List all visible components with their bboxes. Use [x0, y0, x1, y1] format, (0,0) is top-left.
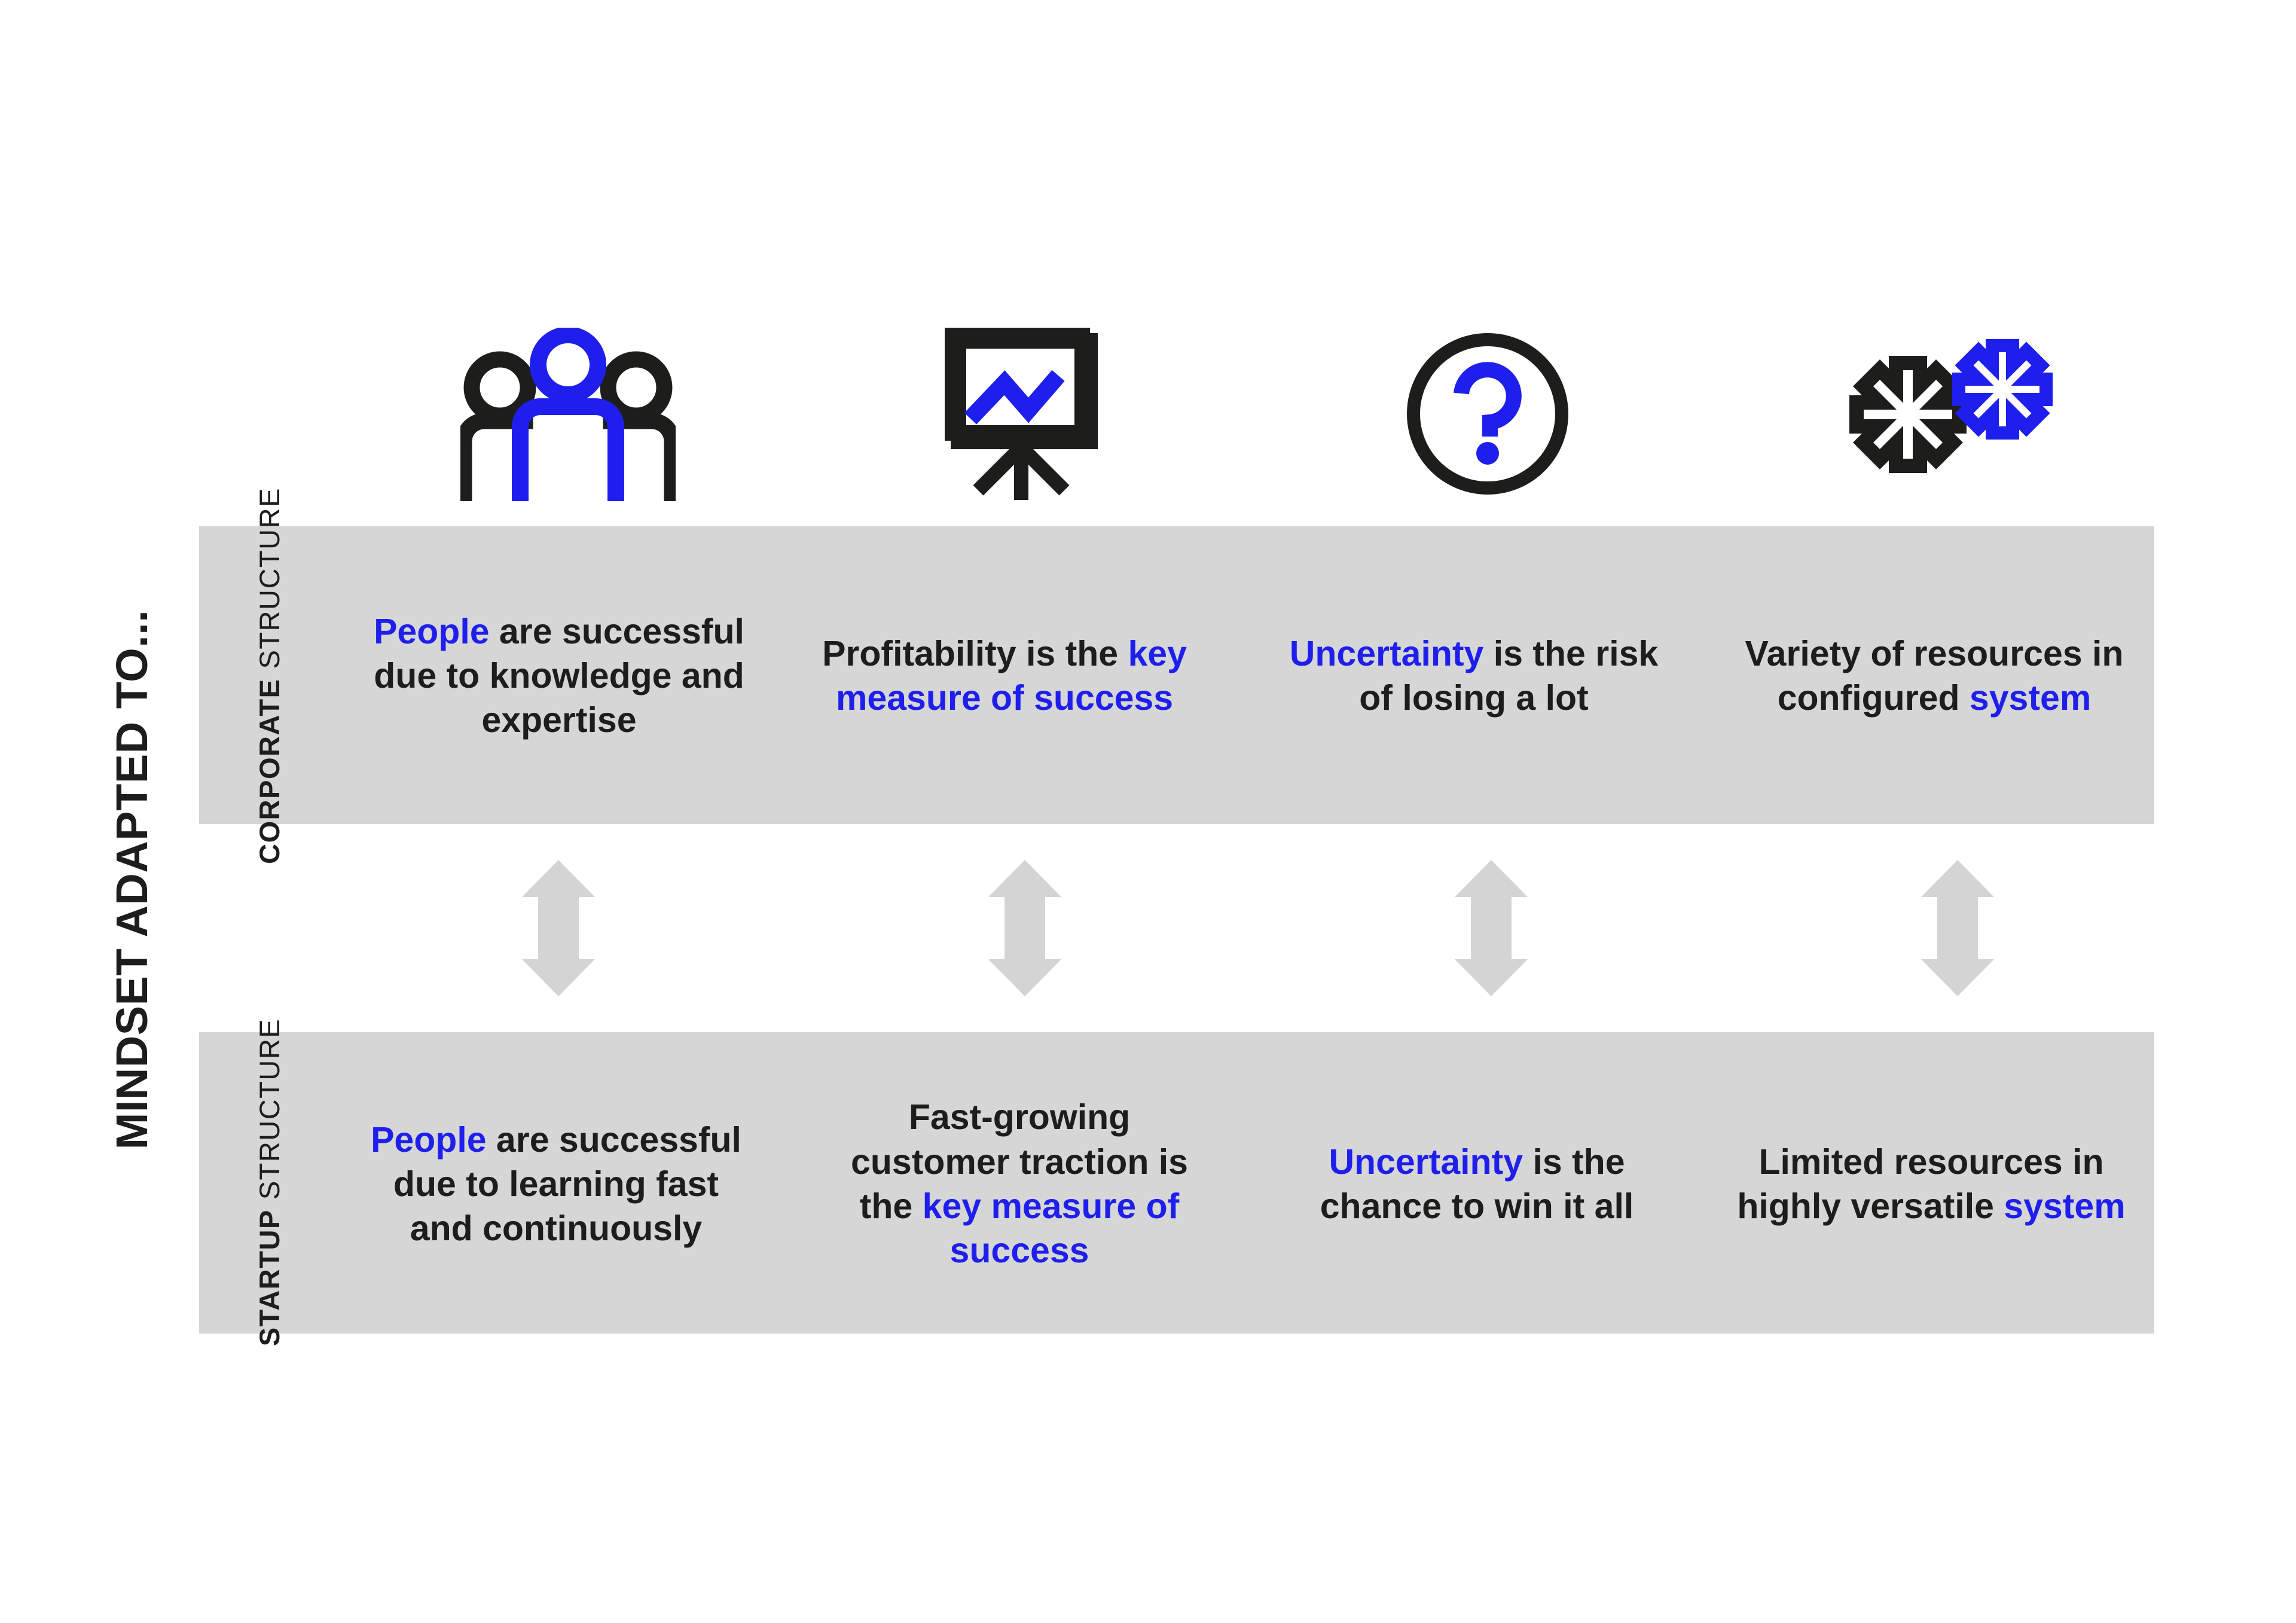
question-mark-circle-icon: [1404, 330, 1571, 498]
double-arrow-column-1: [521, 860, 596, 996]
double-arrow-column-2: [988, 860, 1062, 996]
page-title-text: MINDSET ADAPTED TO...: [106, 609, 157, 1150]
corporate-row-label: CORPORATE STRUCTURE: [233, 487, 305, 864]
cell-corporate-profitability: Profitability is the key measure of succ…: [813, 538, 1196, 813]
cell-corporate-people: People are successful due to knowledge a…: [371, 538, 747, 813]
body-text: is the chance to win it all: [1320, 1142, 1634, 1226]
body-text: is the risk of losing a lot: [1359, 633, 1659, 718]
cell-startup-resources: Limited resources in highly versatile sy…: [1722, 1047, 2141, 1322]
cell-startup-people: People are successful due to learning fa…: [359, 1047, 753, 1322]
double-arrow-column-4: [1921, 860, 1995, 996]
body-text: Variety of resources in configured: [1745, 633, 2124, 718]
accent-text: key measure of success: [835, 633, 1187, 718]
body-text: Profitability is the: [822, 633, 1128, 673]
cell-startup-uncertainty: Uncertainty is the chance to win it all: [1292, 1047, 1662, 1322]
accent-text: Uncertainty: [1329, 1142, 1523, 1182]
startup-label-light: STRUCTURE: [253, 1018, 285, 1200]
corporate-row-panel: [199, 526, 2154, 824]
body-text: Fast-growing customer traction is the: [851, 1097, 1188, 1226]
presentation-chart-icon: [943, 325, 1130, 501]
startup-row-panel: [199, 1032, 2154, 1334]
double-arrow-column-3: [1454, 860, 1529, 996]
corporate-label-light: STRUCTURE: [253, 487, 285, 669]
corporate-label-strong: CORPORATE: [253, 678, 285, 864]
accent-text: Uncertainty: [1289, 633, 1484, 673]
startup-label-strong: STARTUP: [253, 1209, 285, 1347]
cell-corporate-resources: Variety of resources in configured syste…: [1740, 538, 2129, 813]
startup-row-label: STARTUP STRUCTURE: [233, 1018, 305, 1346]
body-text: Limited resources in highly versatile: [1737, 1142, 2104, 1226]
body-text: are successful due to knowledge and expe…: [374, 611, 744, 740]
page-title: MINDSET ADAPTED TO...: [96, 526, 167, 1233]
three-people-icon: [456, 327, 680, 510]
accent-text: system: [2004, 1186, 2126, 1226]
accent-text: People: [371, 1119, 487, 1160]
cell-corporate-uncertainty: Uncertainty is the risk of losing a lot: [1286, 538, 1662, 813]
accent-text: key measure of success: [922, 1186, 1180, 1271]
two-gears-icon: [1806, 317, 2069, 502]
accent-text: system: [1969, 678, 2092, 718]
cell-startup-traction: Fast-growing customer traction is the ke…: [825, 1047, 1214, 1322]
body-text: are successful due to learning fast and …: [393, 1119, 741, 1249]
accent-text: People: [374, 611, 490, 651]
